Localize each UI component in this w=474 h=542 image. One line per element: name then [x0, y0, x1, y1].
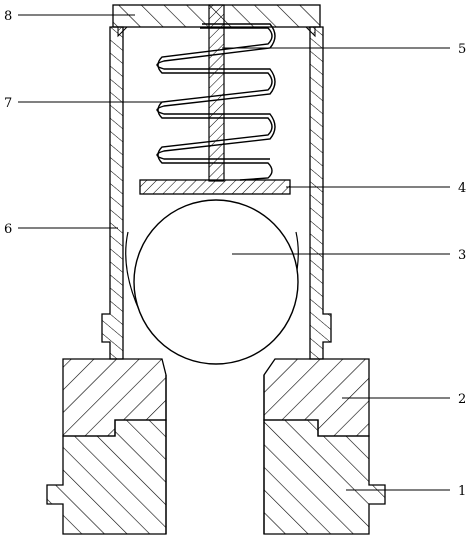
leader-lines: [18, 14, 450, 491]
label-3: 3: [458, 248, 466, 263]
label-7: 7: [4, 96, 12, 111]
part-4-plate: [139, 179, 291, 195]
part-labels: 8 7 6 5 4 3 2 1: [4, 9, 466, 499]
part-7-spring: [156, 23, 276, 181]
part-3-ball: [133, 199, 299, 365]
label-6: 6: [4, 222, 12, 237]
part-1-lower-base: [46, 419, 386, 535]
label-4: 4: [458, 181, 466, 196]
label-1: 1: [458, 484, 466, 499]
central-bore: [165, 375, 265, 534]
part-2-upper-base: [62, 358, 370, 437]
part-5-rod: [208, 4, 225, 182]
label-5: 5: [458, 42, 466, 57]
label-8: 8: [4, 9, 12, 24]
label-2: 2: [458, 392, 466, 407]
